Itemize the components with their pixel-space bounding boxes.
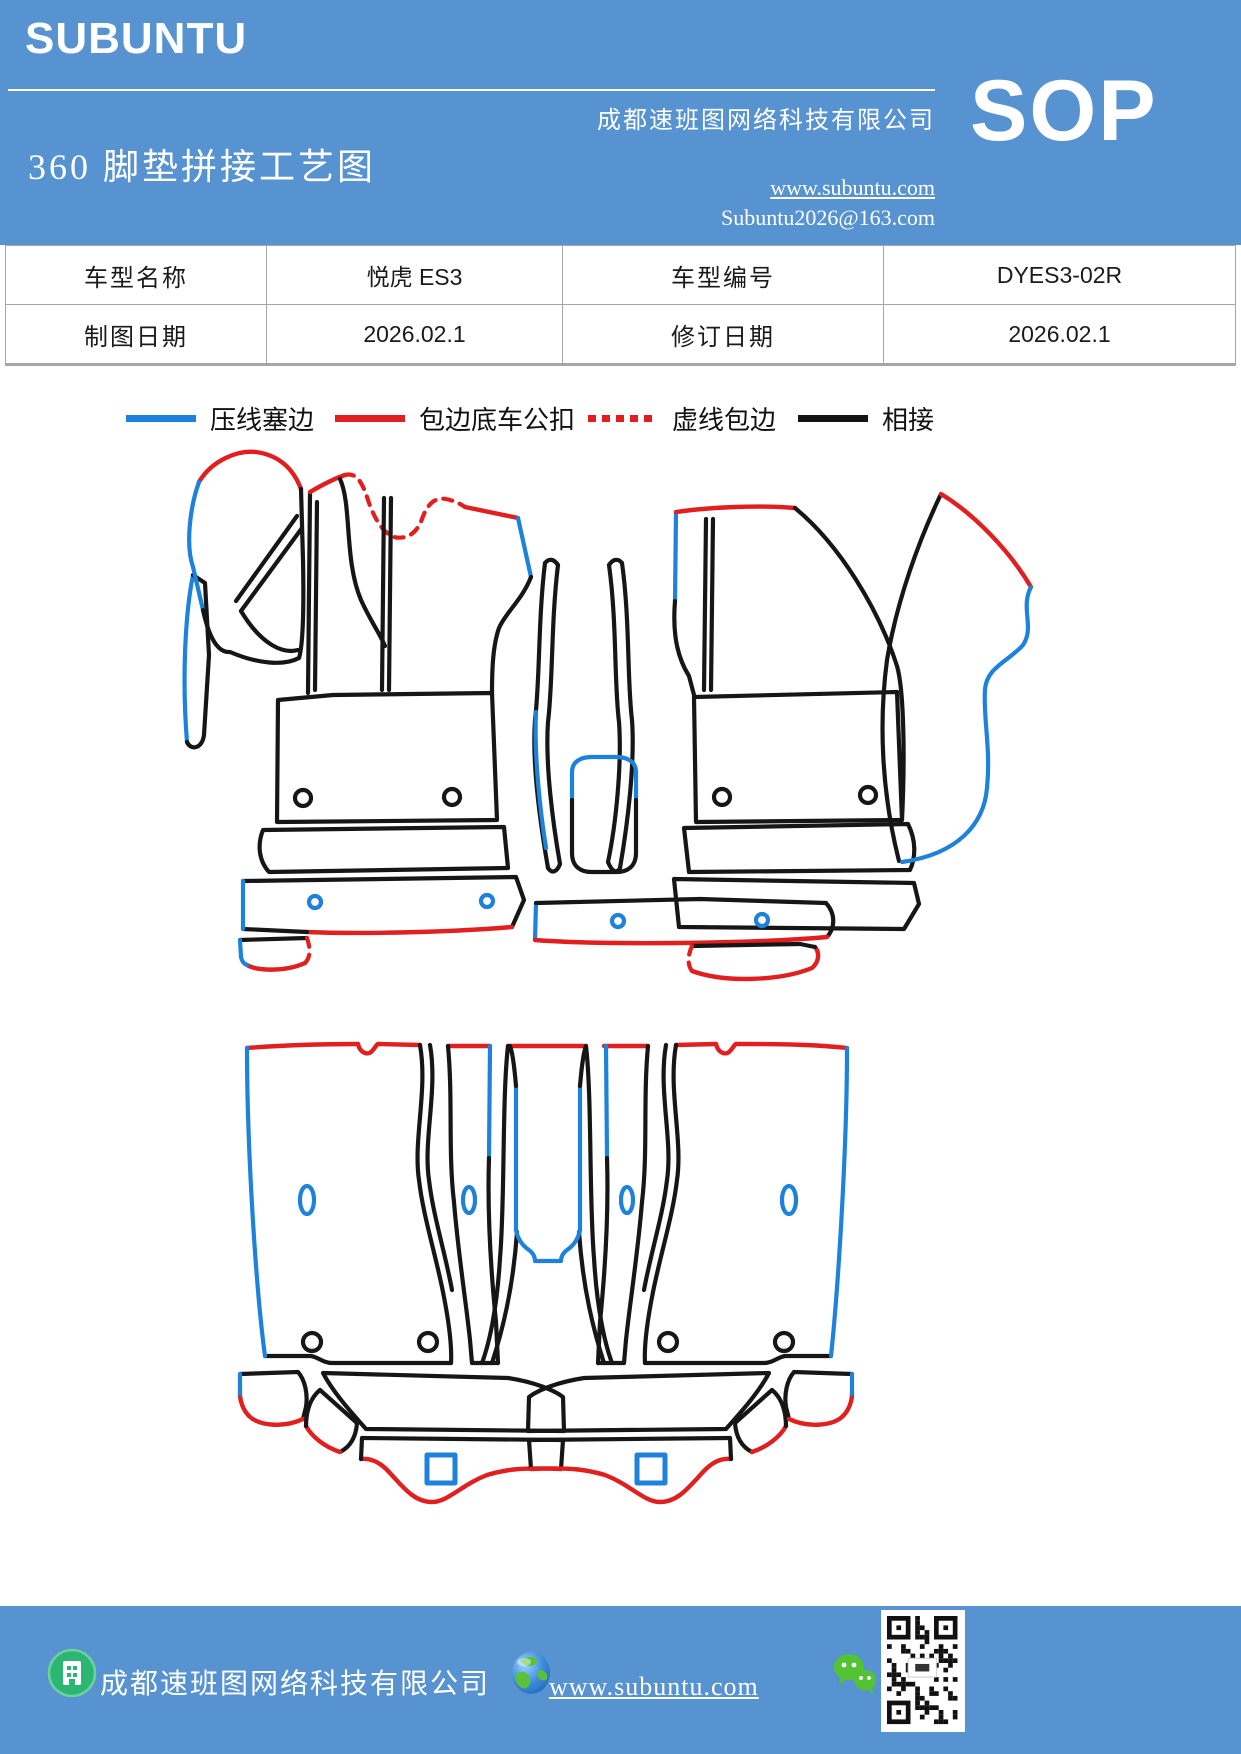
rear-bottom-left-pieces xyxy=(237,1369,567,1505)
rear-bottom-right-pieces xyxy=(525,1369,855,1505)
driver-side-wing xyxy=(187,449,306,665)
legend-item-red: 包边底车公扣 xyxy=(335,402,576,435)
passenger-side-wing xyxy=(880,491,1034,865)
header-banner: SUBUNTU 360 脚垫拼接工艺图 成都速班图网络科技有限公司 www.su… xyxy=(0,0,1241,245)
blue-line-swatch xyxy=(126,414,196,422)
model-code-label: 车型编号 xyxy=(563,246,884,305)
header-contact-block: 成都速班图网络科技有限公司 www.subuntu.com Subuntu202… xyxy=(597,100,935,231)
legend-label: 虚线包边 xyxy=(672,405,777,435)
legend-label: 相接 xyxy=(882,405,935,435)
model-code-value: DYES3-02R xyxy=(884,246,1235,305)
black-line-swatch xyxy=(798,414,868,422)
center-strip-right xyxy=(605,557,635,874)
header-website-link[interactable]: www.subuntu.com xyxy=(770,175,935,200)
driver-side-sliver xyxy=(182,572,212,750)
footer-company-name: 成都速班图网络科技有限公司 xyxy=(100,1669,491,1700)
passenger-mat-body xyxy=(532,504,922,982)
model-name-value: 悦虎 ES3 xyxy=(267,246,563,305)
legend-item-black: 相接 xyxy=(798,402,935,435)
rear-strip-right xyxy=(595,1043,651,1366)
draw-date-label: 制图日期 xyxy=(6,305,267,364)
rear-tunnel-piece xyxy=(479,1043,615,1366)
rear-strip-left xyxy=(445,1043,501,1366)
red-line-swatch xyxy=(335,414,405,422)
building-icon xyxy=(47,1648,97,1698)
header-company-name: 成都速班图网络科技有限公司 xyxy=(597,108,935,134)
revision-date-label: 修订日期 xyxy=(563,305,884,364)
brand-logo: SUBUNTU xyxy=(25,14,248,63)
legend-item-red-dashed: 虚线包边 xyxy=(588,402,777,435)
sop-badge: SOP xyxy=(970,63,1158,159)
revision-date-value: 2026.02.1 xyxy=(884,305,1235,364)
model-name-label: 车型名称 xyxy=(6,246,267,305)
header-email: Subuntu2026@163.com xyxy=(721,205,935,230)
footer-website-link[interactable]: www.subuntu.com xyxy=(549,1672,759,1701)
qr-code xyxy=(881,1610,965,1732)
rear-mats-group xyxy=(237,1041,855,1505)
red-dashed-line-swatch xyxy=(588,414,658,422)
front-mats-group xyxy=(182,449,1034,982)
wechat-icon xyxy=(834,1654,876,1694)
rear-left-mat xyxy=(244,1041,455,1366)
footer-banner xyxy=(0,1606,1241,1754)
globe-icon xyxy=(512,1652,550,1694)
vehicle-info-table: 车型名称 悦虎 ES3 车型编号 DYES3-02R 制图日期 2026.02.… xyxy=(5,245,1236,366)
header-divider xyxy=(8,89,935,91)
legend-item-blue: 压线塞边 xyxy=(126,402,315,435)
legend-label: 包边底车公扣 xyxy=(419,405,576,435)
center-strip-left xyxy=(532,557,563,874)
rear-right-mat xyxy=(641,1041,850,1366)
legend-label: 压线塞边 xyxy=(210,405,315,435)
page-title: 360 脚垫拼接工艺图 xyxy=(28,147,377,187)
draw-date-value: 2026.02.1 xyxy=(267,305,563,364)
center-console-piece xyxy=(569,754,639,875)
driver-mat-body xyxy=(237,472,534,972)
